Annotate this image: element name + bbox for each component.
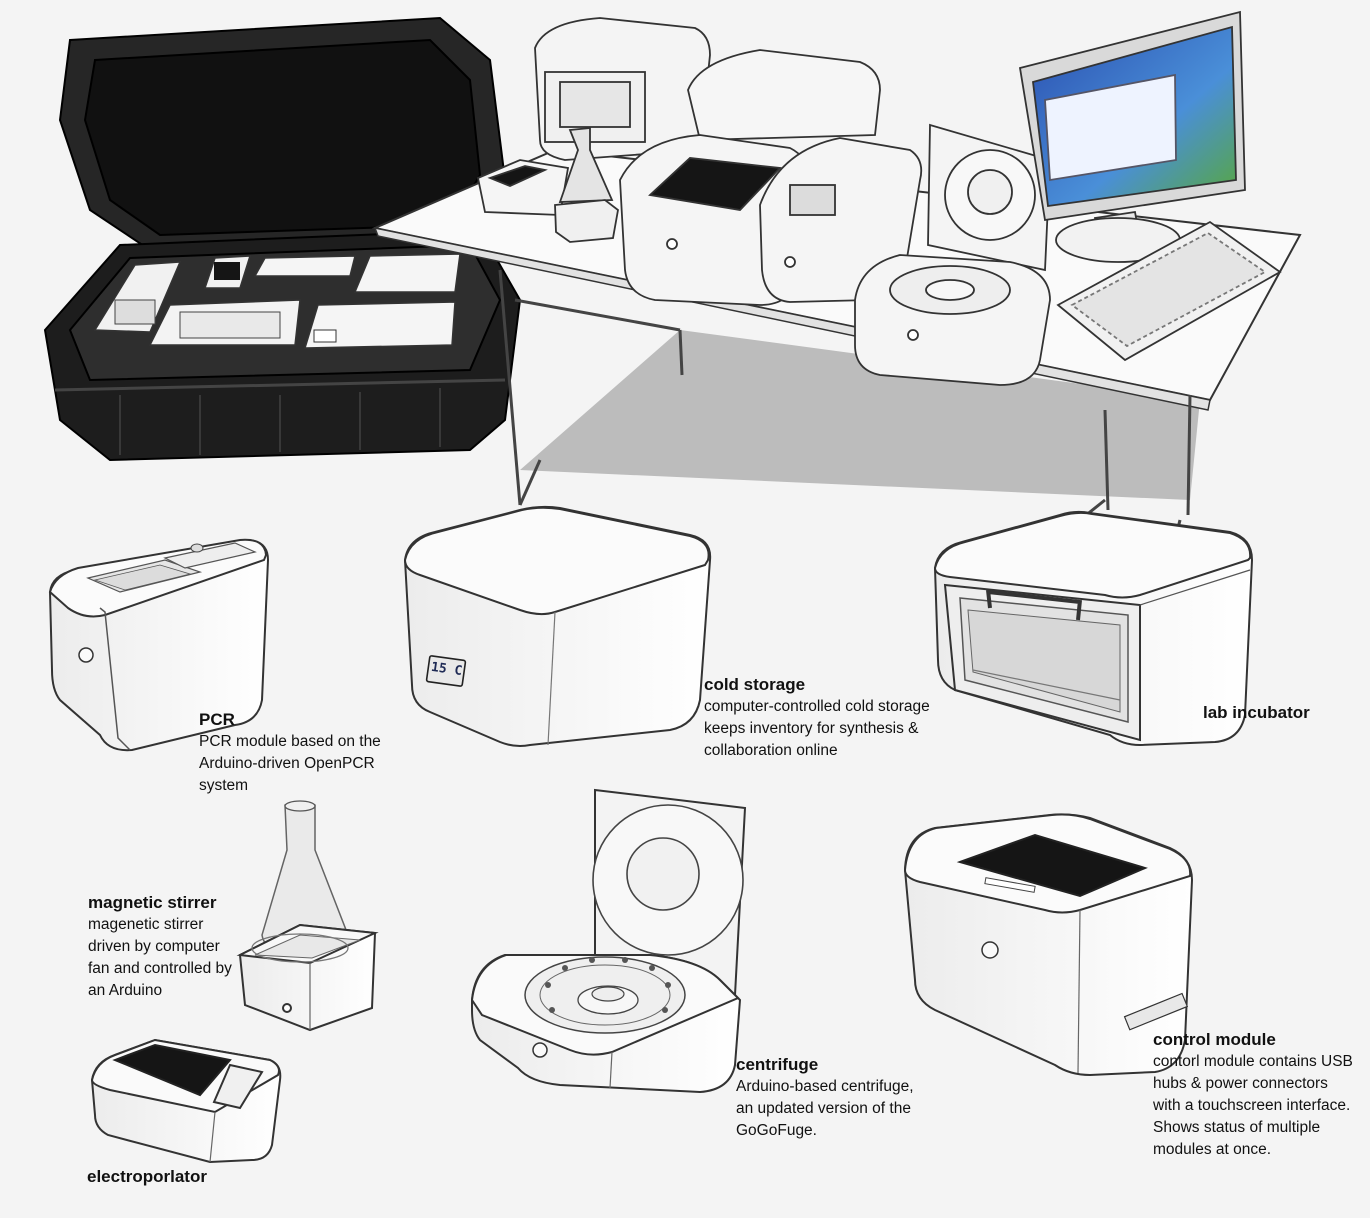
control-module-desc-line: Shows status of multiple bbox=[1153, 1119, 1321, 1136]
cold-storage-display bbox=[425, 655, 467, 687]
magnetic-stirrer-desc-line: driven by computer bbox=[88, 938, 220, 955]
cold-storage-desc-line: keeps inventory for synthesis & bbox=[704, 720, 919, 737]
label-control-module: control module contorl module contains U… bbox=[1153, 1029, 1353, 1161]
control-module-desc-line: contorl module contains USB bbox=[1153, 1053, 1353, 1070]
electroporlator-screen bbox=[112, 1043, 232, 1097]
control-module-title: control module bbox=[1153, 1030, 1276, 1049]
control-module-screen bbox=[956, 833, 1148, 898]
control-module-desc-line: with a touchscreen interface. bbox=[1153, 1097, 1351, 1114]
cold-storage-title: cold storage bbox=[704, 675, 806, 694]
electroporlator-module bbox=[90, 1038, 282, 1164]
magnetic-stirrer-desc-line: fan and controlled by bbox=[88, 960, 232, 977]
centrifuge-module bbox=[470, 788, 747, 1094]
lab-incubator-module bbox=[933, 510, 1254, 747]
cold-storage-desc-line: computer-controlled cold storage bbox=[704, 698, 930, 715]
magnetic-stirrer-desc-line: an Arduino bbox=[88, 982, 163, 999]
centrifuge-desc-line: an updated version of the bbox=[736, 1100, 911, 1117]
centrifuge-desc-line: Arduino-based centrifuge, bbox=[736, 1078, 914, 1095]
case-lid-inner bbox=[83, 38, 482, 237]
label-cold-storage: cold storage computer-controlled cold st… bbox=[704, 674, 930, 762]
magnetic-stirrer-module bbox=[236, 800, 379, 1032]
label-lab-incubator: lab incubator bbox=[1203, 702, 1310, 724]
pcr-well-grid bbox=[93, 564, 192, 591]
electroporlator-title: electroporlator bbox=[87, 1167, 207, 1186]
centrifuge-desc-line: GoGoFuge. bbox=[736, 1122, 817, 1139]
table-shadow bbox=[520, 330, 1200, 500]
table-devices bbox=[476, 17, 1051, 386]
computer bbox=[1018, 10, 1282, 362]
pcr-desc-line: system bbox=[199, 777, 249, 794]
control-module-desc-line: hubs & power connectors bbox=[1153, 1075, 1328, 1092]
pcr-title: PCR bbox=[199, 710, 235, 729]
pcr-button bbox=[78, 647, 94, 663]
carry-case bbox=[43, 16, 522, 462]
pcr-desc-line: PCR module based on the bbox=[199, 733, 381, 750]
control-module bbox=[903, 813, 1194, 1077]
cold-storage-module bbox=[403, 505, 712, 747]
label-magnetic-stirrer: magnetic stirrer magenetic stirrer drive… bbox=[88, 892, 232, 1002]
cold-storage-lid bbox=[403, 506, 710, 616]
label-electroporlator: electroporlator bbox=[87, 1166, 207, 1188]
label-pcr: PCR PCR module based on the Arduino-driv… bbox=[199, 709, 381, 797]
label-centrifuge: centrifuge Arduino-based centrifuge, an … bbox=[736, 1054, 914, 1142]
magnetic-stirrer-desc-line: magenetic stirrer bbox=[88, 916, 204, 933]
pcr-module bbox=[48, 538, 270, 752]
control-module-button bbox=[981, 941, 999, 959]
control-module-desc-line: modules at once. bbox=[1153, 1141, 1272, 1158]
cold-storage-desc-line: collaboration online bbox=[704, 742, 838, 759]
incubator-handle bbox=[986, 589, 1082, 621]
centrifuge-title: centrifuge bbox=[736, 1055, 819, 1074]
pcr-desc-line: Arduino-driven OpenPCR bbox=[199, 755, 375, 772]
magnetic-stirrer-title: magnetic stirrer bbox=[88, 893, 217, 912]
lab-incubator-title: lab incubator bbox=[1203, 703, 1310, 722]
